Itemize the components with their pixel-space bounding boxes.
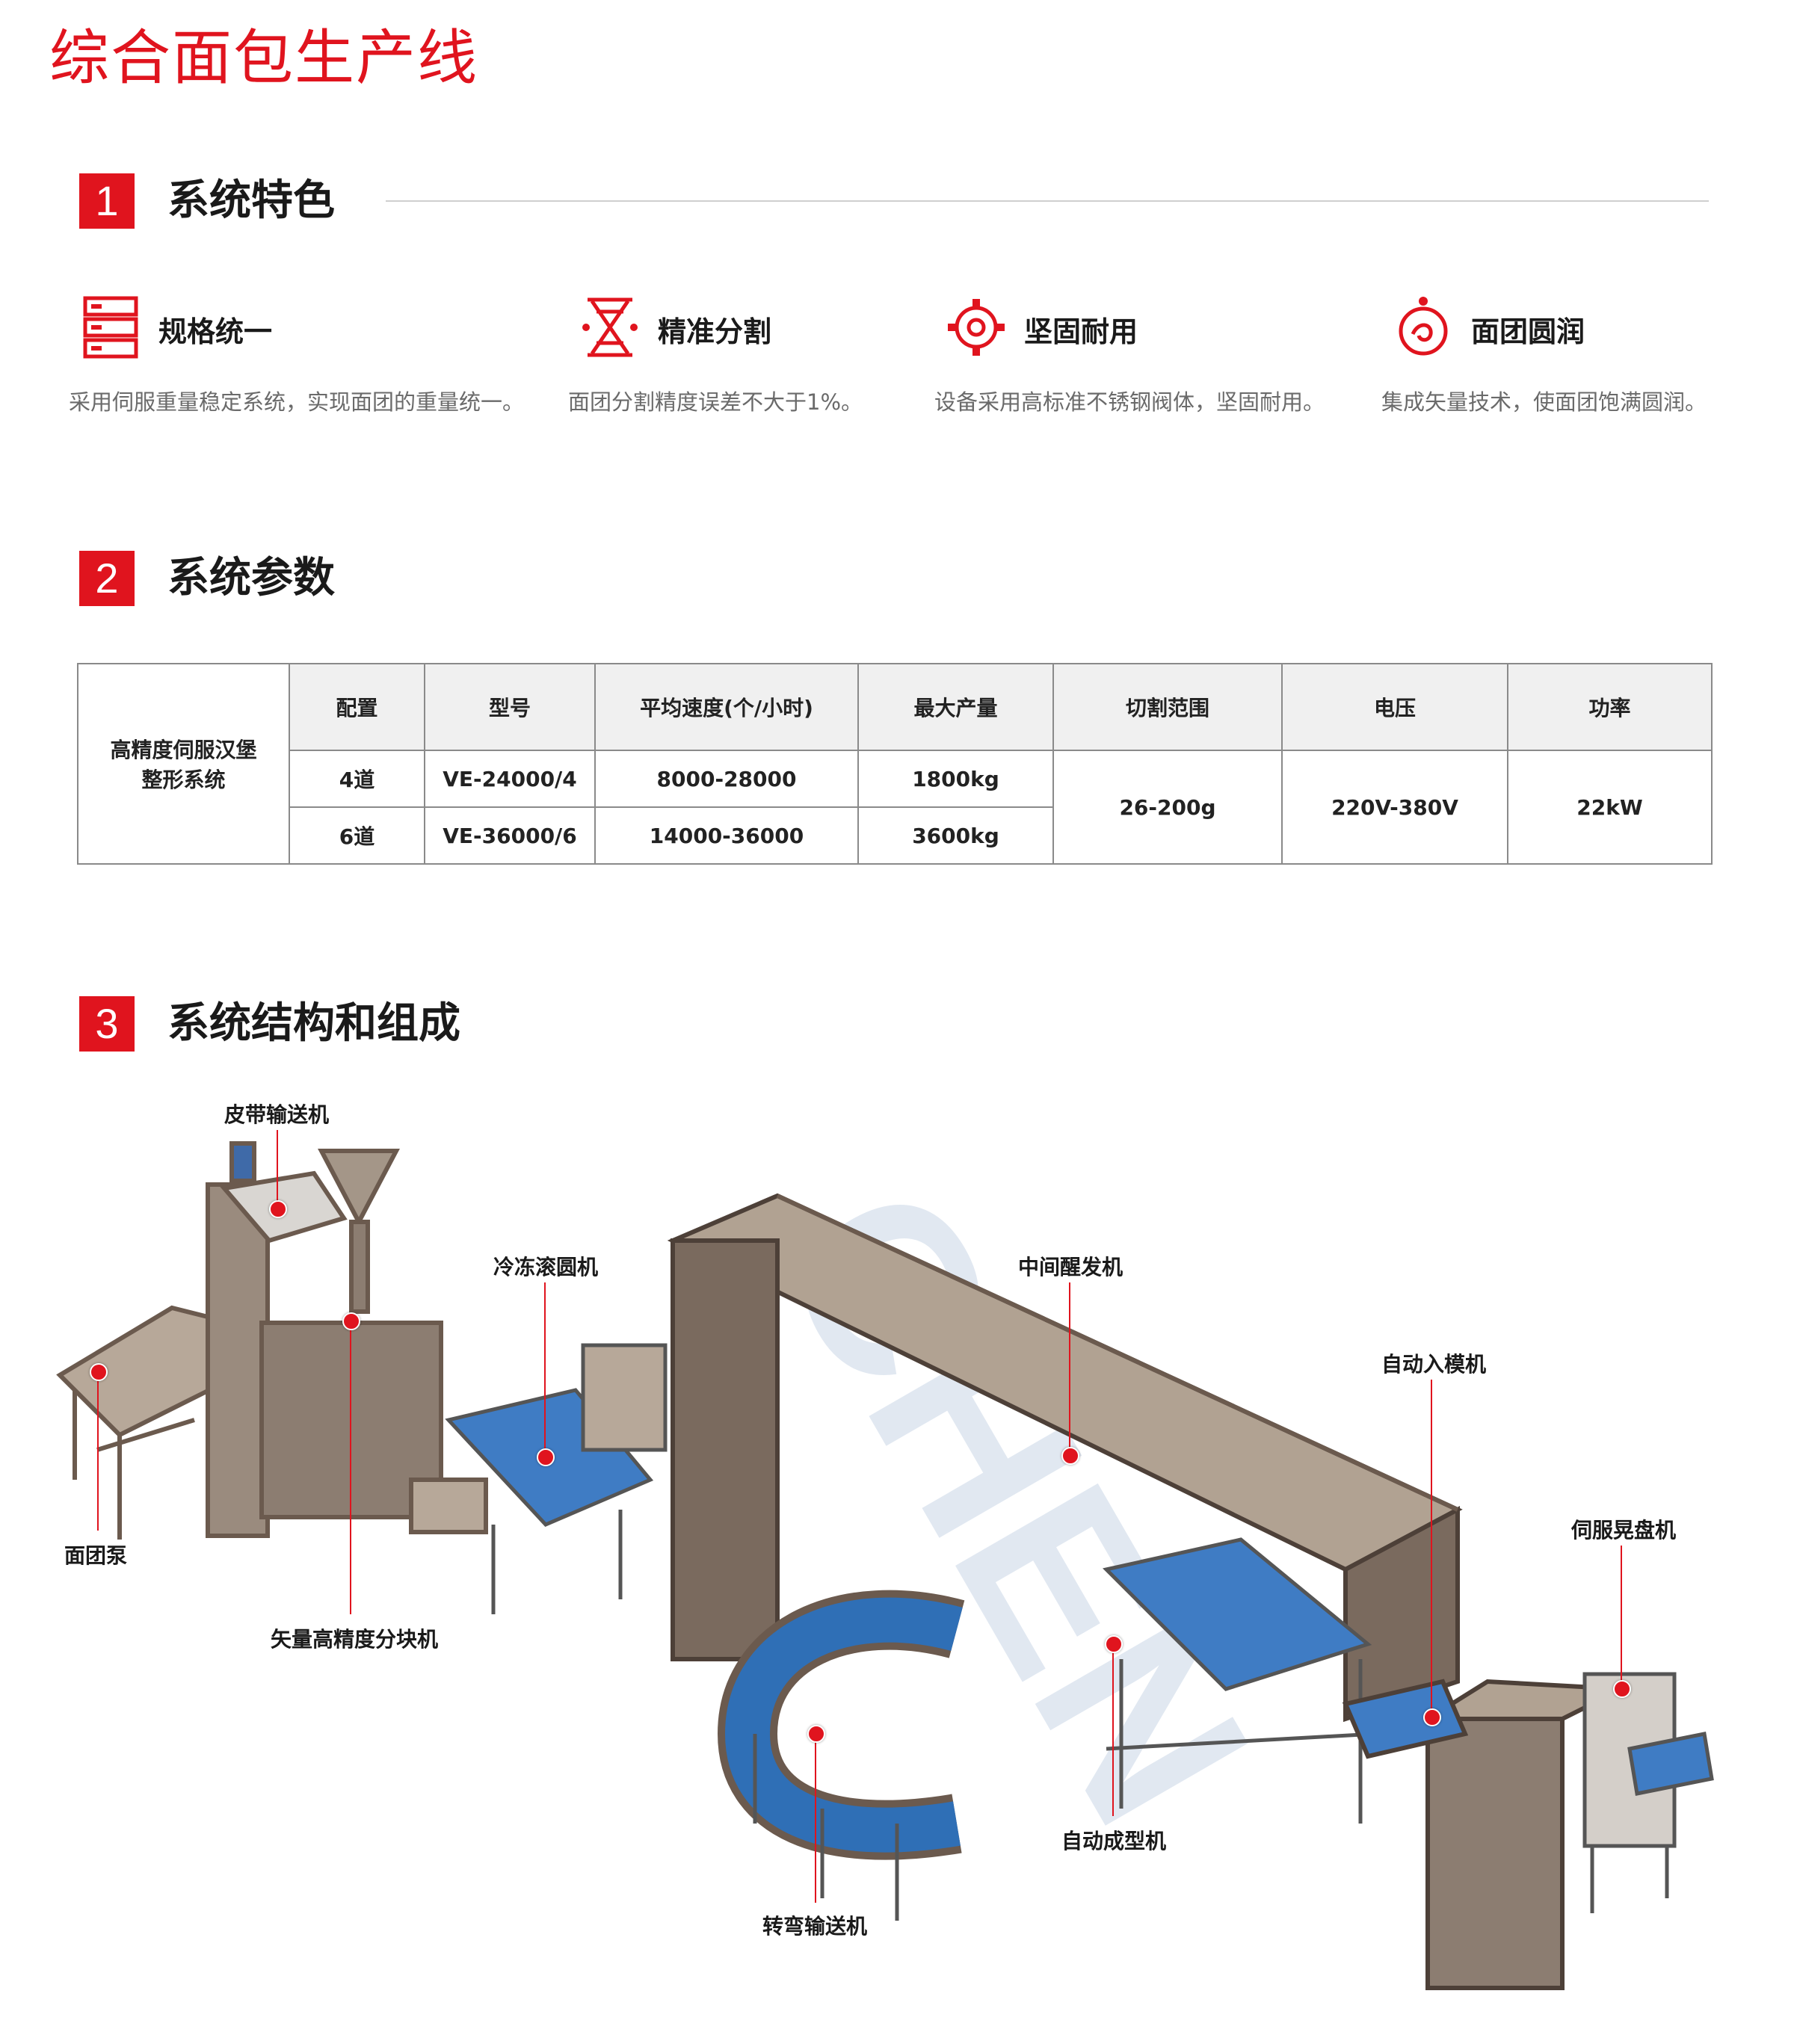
- table-row: 6道 VE-36000/6 14000-36000 3600kg: [78, 806, 1712, 865]
- label-curve-conveyor: 转弯输送机: [762, 1914, 868, 1939]
- model-cell: VE-24000/4: [424, 750, 596, 808]
- label-proofer: 中间醒发机: [1018, 1255, 1123, 1279]
- callout-dot: [90, 1363, 108, 1381]
- system-name-line: 整形系统: [141, 768, 226, 792]
- feature-description: 设备采用高标准不锈钢阀体，坚固耐用。: [934, 389, 1325, 415]
- power-cell: 22kW: [1507, 750, 1713, 865]
- callout-dot: [1613, 1680, 1631, 1698]
- label-panning: 自动入模机: [1381, 1352, 1487, 1377]
- callout-dot: [807, 1725, 825, 1743]
- label-rounder: 冷冻滚圆机: [493, 1255, 599, 1279]
- dough-ball-icon: [1399, 297, 1448, 356]
- system-name-line: 高精度伺服汉堡: [110, 738, 257, 762]
- column-header: 切割范围: [1052, 663, 1283, 751]
- hourglass-icon: [582, 297, 638, 357]
- section-divider: [386, 200, 1709, 202]
- callout-dot: [1105, 1635, 1123, 1653]
- callout-dot: [269, 1200, 287, 1218]
- label-divider: 矢量高精度分块机: [271, 1627, 439, 1652]
- feature-description: 集成矢量技术，使面团饱满圆润。: [1381, 389, 1707, 415]
- config-cell: 6道: [289, 806, 425, 865]
- section-1-title: 系统特色: [167, 176, 335, 225]
- feature-description: 采用伺服重量稳定系统，实现面团的重量统一。: [69, 389, 525, 415]
- column-header: 电压: [1281, 663, 1508, 751]
- production-line-diagram: CHEN: [0, 1061, 1794, 2044]
- server-rack-icon: [83, 296, 138, 359]
- leader-line: [815, 1734, 816, 1903]
- table-row: 4道 VE-24000/4 8000-28000 1800kg 26-200g …: [78, 750, 1713, 865]
- production-line-illustration: CHEN: [56, 1141, 1714, 1990]
- model-cell: VE-36000/6: [424, 806, 596, 865]
- output-cell: 3600kg: [857, 806, 1054, 865]
- section-3-number: 3: [79, 996, 135, 1052]
- column-header: 配置: [289, 663, 425, 751]
- feature-name: 规格统一: [158, 315, 273, 348]
- feature-name: 精准分割: [658, 315, 772, 348]
- section-2-title: 系统参数: [167, 554, 335, 602]
- section-1-number: 1: [79, 173, 135, 229]
- leader-line: [97, 1374, 99, 1531]
- callout-dot: [1423, 1708, 1441, 1726]
- voltage-cell: 220V-380V: [1281, 750, 1508, 865]
- label-belt-conveyor: 皮带输送机: [224, 1102, 330, 1127]
- output-cell: 1800kg: [857, 750, 1054, 808]
- label-tray-shaker: 伺服晃盘机: [1571, 1518, 1677, 1543]
- section-3-title: 系统结构和组成: [167, 999, 460, 1048]
- callout-dot: [342, 1312, 360, 1330]
- column-header: 平均速度(个/小时): [594, 663, 859, 751]
- leader-line: [1621, 1546, 1622, 1683]
- label-forming: 自动成型机: [1061, 1829, 1167, 1853]
- speed-cell: 14000-36000: [594, 806, 859, 865]
- gear-icon: [948, 299, 1005, 356]
- feature-name: 坚固耐用: [1024, 315, 1138, 348]
- leader-line: [277, 1130, 278, 1202]
- column-header: 最大产量: [857, 663, 1054, 751]
- column-header: 功率: [1507, 663, 1713, 751]
- config-cell: 4道: [289, 750, 425, 808]
- feature-name: 面团圆润: [1471, 315, 1585, 348]
- label-dough-pump: 面团泵: [64, 1543, 128, 1568]
- leader-line: [1431, 1380, 1432, 1711]
- leader-line: [350, 1323, 351, 1614]
- leader-line: [1069, 1282, 1070, 1450]
- section-2-number: 2: [79, 551, 135, 606]
- system-name-cell: 高精度伺服汉堡 整形系统: [77, 663, 290, 865]
- speed-cell: 8000-28000: [594, 750, 859, 808]
- leader-line: [1112, 1644, 1114, 1816]
- column-header: 型号: [424, 663, 596, 751]
- leader-line: [544, 1282, 546, 1451]
- callout-dot: [1061, 1447, 1079, 1465]
- callout-dot: [537, 1448, 555, 1466]
- page-title: 综合面包生产线: [49, 23, 478, 93]
- cut-range-cell: 26-200g: [1052, 750, 1283, 865]
- parameters-table: 高精度伺服汉堡 整形系统 配置 型号 平均速度(个/小时) 最大产量 切割范围 …: [77, 663, 1713, 865]
- feature-description: 面团分割精度误差不大于1%。: [568, 389, 863, 415]
